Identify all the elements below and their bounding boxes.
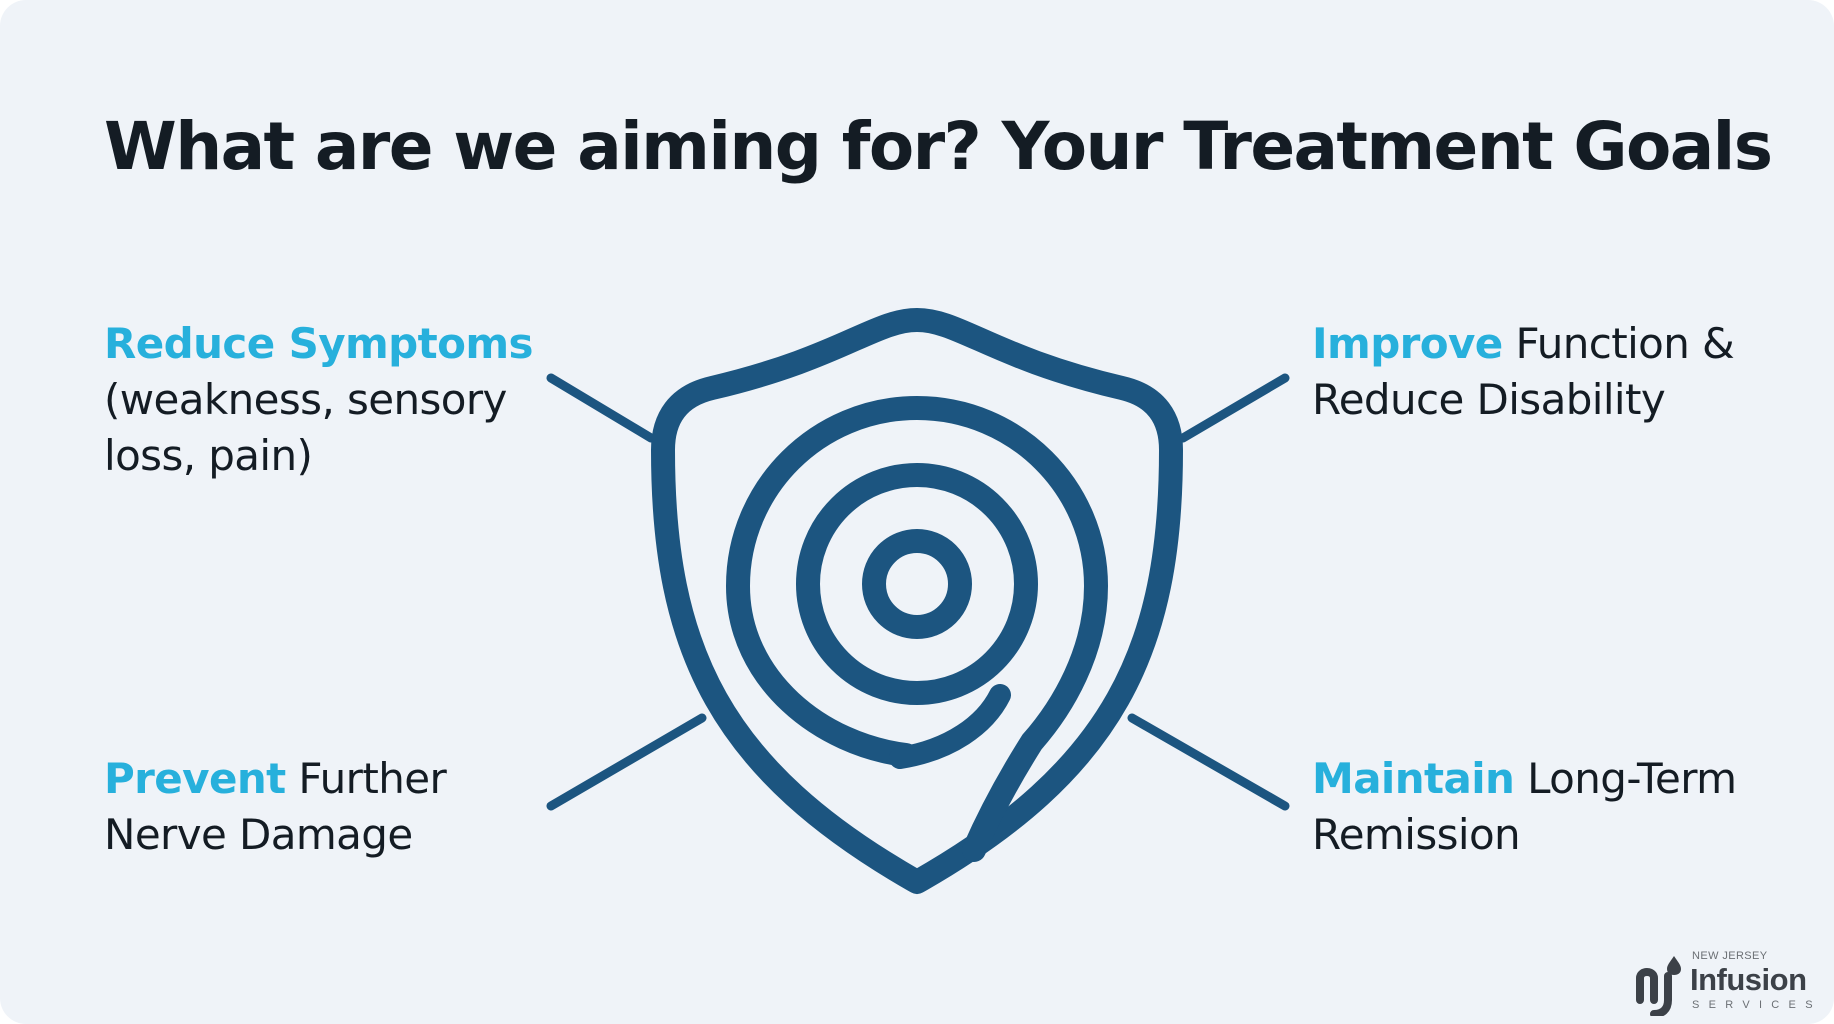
goal-line-1: Prevent Further xyxy=(104,751,447,807)
goal-line-1: Reduce Symptoms xyxy=(104,316,534,372)
target-ring-inner xyxy=(862,529,972,639)
goal-text: Function & xyxy=(1515,319,1735,368)
goal-highlight: Reduce Symptoms xyxy=(104,319,534,368)
goal-line-1: Maintain Long-Term xyxy=(1312,751,1737,807)
goal-highlight: Improve xyxy=(1312,319,1503,368)
connector-line-top-left xyxy=(546,373,656,443)
goal-improve-function: Improve Function & Reduce Disability xyxy=(1312,316,1735,428)
goal-highlight: Prevent xyxy=(104,754,286,803)
connector-lines xyxy=(546,373,1290,811)
connector-line-top-right xyxy=(1178,373,1290,443)
company-logo: NEW JERSEY Infusion SERVICES xyxy=(1634,950,1824,1016)
logo-name: Infusion xyxy=(1690,962,1807,997)
nj-droplet-logo-icon xyxy=(1636,956,1681,1016)
connector-line-bottom-right xyxy=(1127,713,1290,811)
goal-line-3: loss, pain) xyxy=(104,431,313,480)
goal-line-2: Nerve Damage xyxy=(104,810,413,859)
goal-text: Further xyxy=(298,754,447,803)
spiral-ring xyxy=(726,396,1108,862)
goal-line-2: Remission xyxy=(1312,810,1521,859)
goal-maintain-remission: Maintain Long-Term Remission xyxy=(1312,751,1737,863)
goal-prevent-damage: Prevent Further Nerve Damage xyxy=(104,751,447,863)
goal-text: Long-Term xyxy=(1527,754,1737,803)
goal-line-2: (weakness, sensory xyxy=(104,375,507,424)
logo-top-text: NEW JERSEY xyxy=(1692,950,1768,962)
connector-line-bottom-left xyxy=(546,713,707,811)
shield-outline xyxy=(651,308,1183,894)
goal-line-1: Improve Function & xyxy=(1312,316,1735,372)
goal-highlight: Maintain xyxy=(1312,754,1515,803)
page-title: What are we aiming for? Your Treatment G… xyxy=(104,108,1773,185)
spiral-tail xyxy=(889,684,1011,769)
goal-line-2: Reduce Disability xyxy=(1312,375,1666,424)
goal-reduce-symptoms: Reduce Symptoms (weakness, sensory loss,… xyxy=(104,316,534,484)
target-ring-middle xyxy=(796,463,1038,705)
logo-sub-text: SERVICES xyxy=(1692,999,1822,1011)
